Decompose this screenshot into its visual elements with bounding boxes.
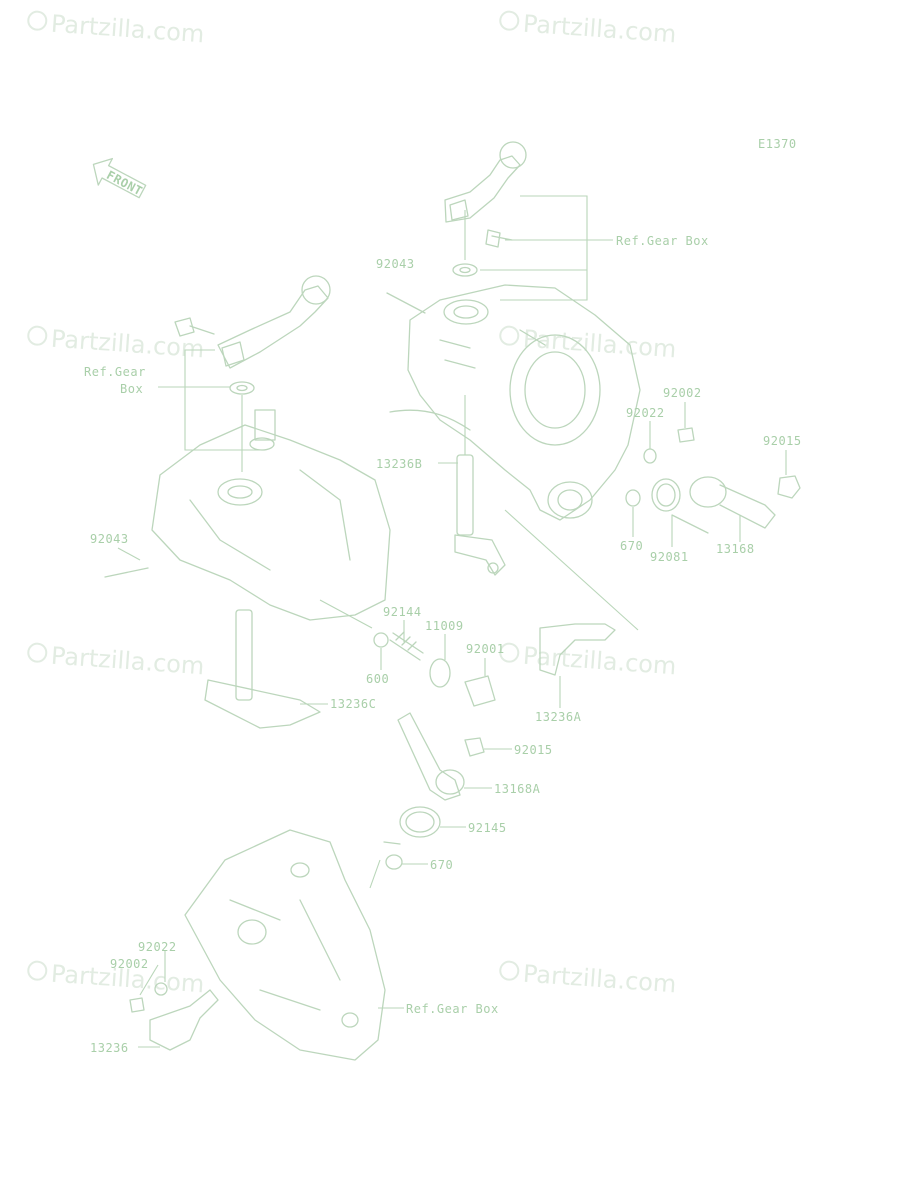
callout-670-bottom: 670 [430,858,453,872]
callout-13168: 13168 [716,542,755,556]
callout-13236B: 13236B [376,457,422,471]
watermark-text: Partzilla.com [50,325,205,364]
callout-13236: 13236 [90,1041,129,1055]
callout-ref-gear-box-top: Ref.Gear Box [616,234,709,248]
watermark-text: Partzilla.com [522,642,677,681]
copyright-icon [27,325,48,346]
callout-92144: 92144 [383,605,422,619]
callout-92081: 92081 [650,550,689,564]
left-housing [104,275,391,729]
callout-13168A: 13168A [494,782,541,796]
callout-ref-gear-box-left-line1: Ref.Gear [84,365,146,379]
callout-ref-gear-box-bottom: Ref.Gear Box [406,1002,499,1016]
watermark-text: Partzilla.com [50,10,205,49]
watermark-text: Partzilla.com [522,960,677,999]
middle-parts [373,623,616,870]
upper-right-housing [386,141,641,576]
callout-13236A: 13236A [535,710,582,724]
callout-92043-left: 92043 [90,532,129,546]
callout-11009: 11009 [425,619,464,633]
callout-670-right: 670 [620,539,643,553]
watermark-text: Partzilla.com [522,325,677,364]
copyright-icon [27,642,48,663]
callout-92145: 92145 [468,821,507,835]
callout-92043-top: 92043 [376,257,415,271]
callout-600: 600 [366,672,389,686]
callout-labels: Ref.Gear Box 92043 Ref.Gear Box 92002 92… [84,234,802,1055]
bottom-gear-box [129,829,386,1061]
callout-92022-bottom: 92022 [138,940,177,954]
front-arrow-icon: FRONT [92,157,147,198]
callout-92002-right: 92002 [663,386,702,400]
copyright-icon [27,960,48,981]
leader-lines [117,195,787,1048]
callout-13236C: 13236C [330,697,376,711]
diagram-code: E1370 [758,137,797,151]
callout-92022-right: 92022 [626,406,665,420]
callout-92002-bottom: 92002 [110,957,149,971]
watermark-text: Partzilla.com [50,642,205,681]
watermark-text: Partzilla.com [522,10,677,49]
copyright-icon [27,10,48,31]
callout-92015-middle: 92015 [514,743,553,757]
callout-ref-gear-box-left-line2: Box [120,382,143,396]
copyright-icon [499,960,520,981]
callout-92015-right: 92015 [763,434,802,448]
callout-92001: 92001 [466,642,505,656]
watermark-group: Partzilla.com Partzilla.com Partzilla.co… [27,10,677,999]
front-arrow-label: FRONT [104,168,145,198]
copyright-icon [499,325,520,346]
copyright-icon [499,642,520,663]
copyright-icon [499,10,520,31]
